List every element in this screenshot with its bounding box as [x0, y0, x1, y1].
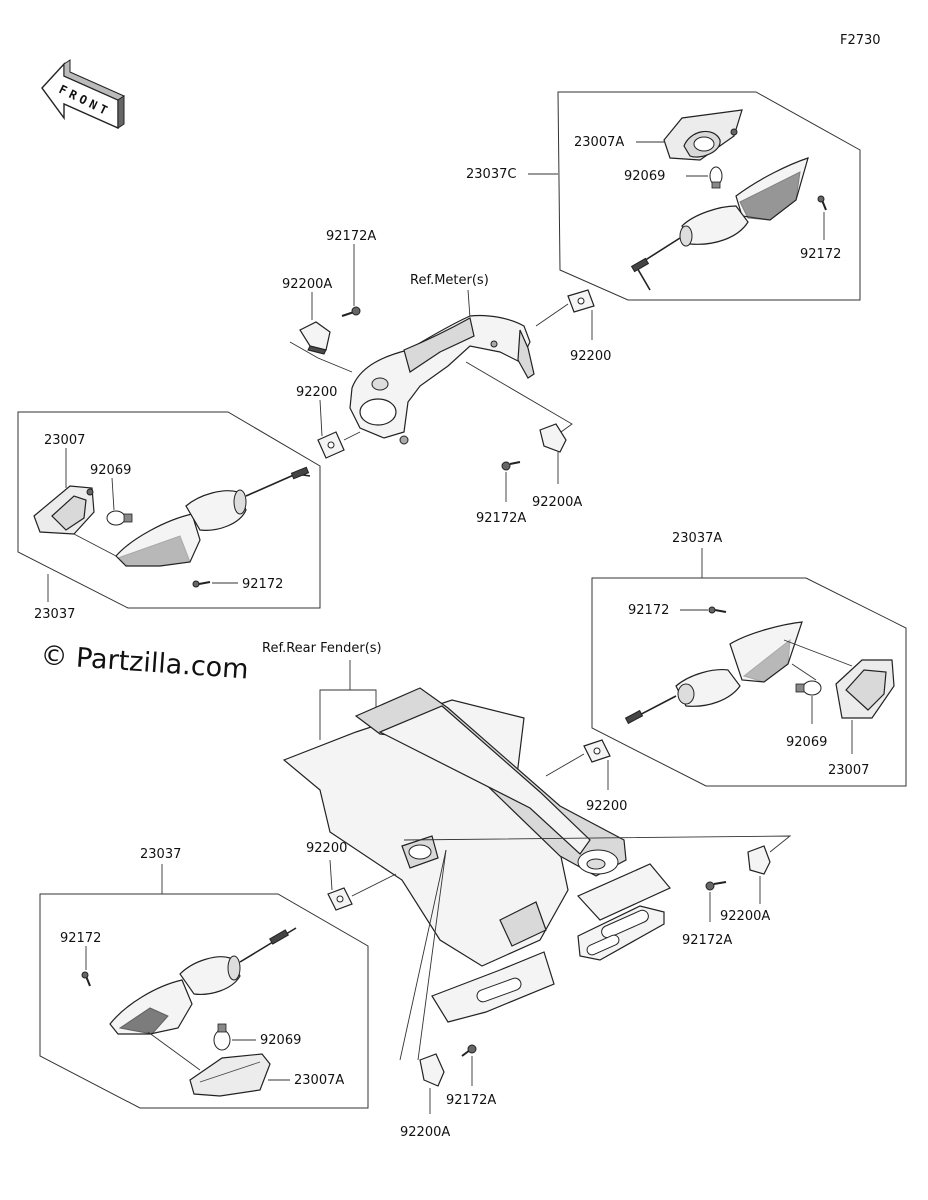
label-92172a-meter-r: 92172A: [476, 511, 526, 526]
front-right-signal-group: 23037C 23007A 92069: [466, 91, 861, 301]
label-92172a-fender-l: 92172A: [446, 1093, 496, 1108]
front-arrow-icon: FRONT: [41, 59, 126, 130]
meter-bolt-left-icon: [341, 306, 361, 317]
label-23037-rl: 23037: [140, 847, 181, 862]
label-92069-rl: 92069: [260, 1033, 301, 1048]
rear-left-bulb-icon: [213, 1023, 231, 1051]
label-23037a-rr: 23037A: [672, 531, 722, 546]
meter-bracket-right-clip-icon: [539, 423, 567, 453]
rear-right-group-frame: [591, 577, 907, 787]
front-left-signal-body-icon: [115, 489, 247, 567]
label-92172a-meter-l: 92172A: [326, 229, 376, 244]
front-right-gasket-icon: [567, 289, 595, 313]
watermark: © Partzilla.com: [40, 640, 250, 685]
label-92069-fr: 92069: [624, 169, 665, 184]
front-left-screw-icon: [192, 580, 211, 588]
label-92200a-meter-l: 92200A: [282, 277, 332, 292]
meter-bracket-left-clip-icon: [299, 321, 331, 355]
ref-rear-fender-label: Ref.Rear Fender(s): [262, 641, 382, 656]
label-23007-fl: 23007: [44, 433, 85, 448]
label-92172-fr: 92172: [800, 247, 841, 262]
rear-left-signal-group: 92172 92069 23007A: [39, 893, 369, 1109]
ref-meter-label: Ref.Meter(s): [410, 273, 489, 288]
front-left-lens-icon: [33, 485, 95, 535]
rear-left-group-frame: [39, 893, 369, 1109]
label-92200-rl: 92200: [306, 841, 347, 856]
label-92200a-fender-r: 92200A: [720, 909, 770, 924]
rear-left-gasket-icon: [327, 887, 353, 911]
front-right-screw-icon: [817, 195, 827, 211]
label-92200-rr: 92200: [586, 799, 627, 814]
meter-bolt-right-icon: [501, 461, 521, 471]
meter-gasket-icon: [317, 431, 345, 459]
rear-left-signal-body-icon: [109, 955, 241, 1035]
rear-right-bulb-icon: [795, 680, 822, 696]
label-92200-fr: 92200: [570, 349, 611, 364]
label-92200-meter: 92200: [296, 385, 337, 400]
label-92069-fl: 92069: [90, 463, 131, 478]
label-92200a-meter-r: 92200A: [532, 495, 582, 510]
front-right-group-frame: [557, 91, 861, 301]
meter-bracket-icon: [349, 314, 535, 445]
rear-left-lens-icon: [189, 1053, 271, 1097]
fender-bracket-right-clip-icon: [747, 845, 771, 875]
front-left-group-frame: [17, 411, 321, 609]
label-23037c: 23037C: [466, 167, 516, 182]
front-right-signal-body-icon: [679, 157, 809, 247]
fender-bracket-left-clip-icon: [419, 1053, 445, 1087]
rear-right-screw-icon: [708, 606, 727, 614]
label-92172-fl: 92172: [242, 577, 283, 592]
front-right-bulb-icon: [709, 166, 723, 189]
label-92172-rl: 92172: [60, 931, 101, 946]
front-right-lens-icon: [663, 109, 743, 161]
rear-right-lens-icon: [835, 659, 895, 719]
label-23007a-fr: 23007A: [574, 135, 624, 150]
label-23037-fl: 23037: [34, 607, 75, 622]
rear-left-screw-icon: [81, 971, 91, 987]
front-left-bulb-icon: [106, 510, 133, 526]
label-92172a-fender-r: 92172A: [682, 933, 732, 948]
rear-right-signal-group: 92172 92069 23007: [591, 577, 907, 787]
label-92172-rr: 92172: [628, 603, 669, 618]
rear-right-signal-body-icon: [675, 621, 803, 707]
figure-code: F2730: [840, 33, 881, 48]
fender-bolt-right-icon: [705, 881, 727, 891]
label-23007-rr: 23007: [828, 763, 869, 778]
label-23007a-rl: 23007A: [294, 1073, 344, 1088]
front-left-signal-group: 23007 92069 92172 23037: [17, 411, 321, 622]
fender-bolt-left-icon: [461, 1044, 477, 1057]
label-92200a-fender-l: 92200A: [400, 1125, 450, 1140]
rear-fender-icon: [282, 687, 671, 1023]
rear-right-gasket-icon: [583, 739, 611, 763]
label-92069-rr: 92069: [786, 735, 827, 750]
